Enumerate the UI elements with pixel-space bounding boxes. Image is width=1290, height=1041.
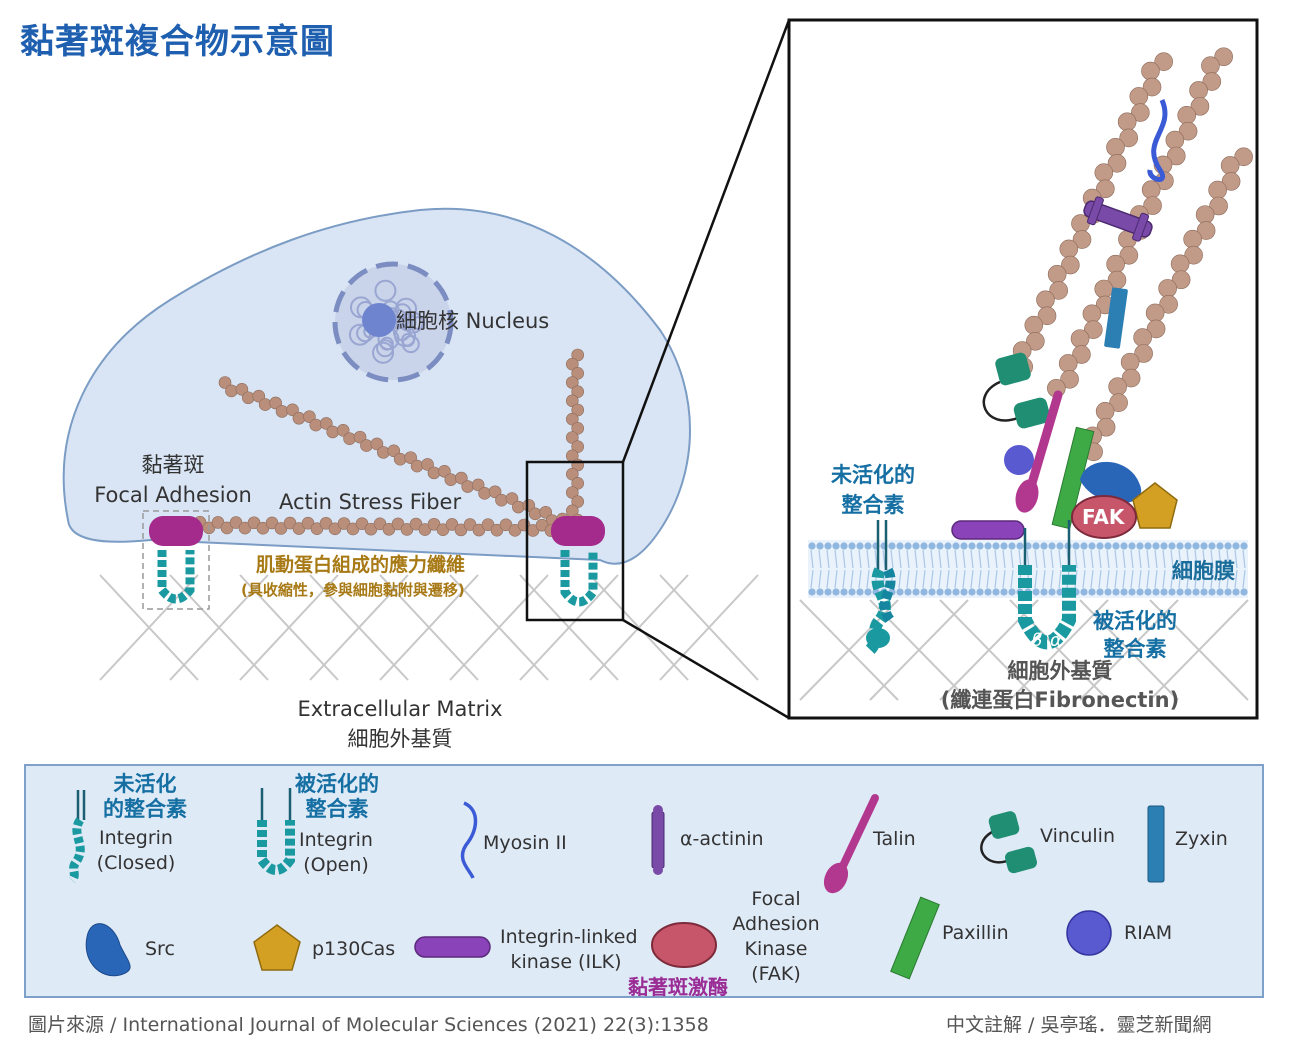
beta-subunit-label: β (1031, 630, 1043, 651)
actin-label-en: Actin Stress Fiber (279, 490, 462, 514)
focal-adhesion-zh: 黏著斑 (141, 453, 205, 477)
legend-ilk-label: Integrin-linked kinase (ILK) (500, 925, 638, 975)
legend-integrin-closed-icon (68, 790, 86, 884)
legend-integrin-open-icon (257, 788, 295, 875)
src-zoom (1080, 461, 1142, 504)
actin-stress-fibers (193, 348, 585, 537)
inactive-integrin-label: 未活化的 整合素 (818, 460, 928, 520)
legend-talin-label: Talin (873, 828, 916, 850)
legend-open-en-line2: (Open) (303, 854, 369, 876)
cell-body (62, 207, 691, 565)
legend-open-en-line1: Integrin (299, 829, 373, 851)
vinculin-zoom (982, 352, 1051, 429)
ecm-crosshatch-left (99, 574, 759, 681)
fak-zoom-label: FAK (1082, 505, 1125, 529)
active-integrin-line1: 被活化的 (1093, 609, 1177, 633)
legend-closed-en: Integrin (Closed) (96, 826, 176, 876)
legend-closed-zh-line2: 的整合素 (103, 797, 187, 821)
legend-fak-line3: Kinase (744, 938, 808, 960)
legend-p130cas-icon (253, 924, 301, 971)
legend-fak-line2: Adhesion (732, 913, 820, 935)
legend-open-en: Integrin (Open) (298, 828, 374, 878)
focal-adhesion-label: 黏著斑 Focal Adhesion (88, 450, 258, 510)
legend-zyxin-label: Zyxin (1175, 828, 1228, 850)
actin-note: (具收縮性，參與細胞黏附與遷移) (241, 581, 465, 599)
myosin-zoom (1147, 99, 1168, 182)
legend-fak-icon (651, 922, 717, 968)
membrane-label: 細胞膜 (1172, 559, 1235, 583)
legend-paxillin-label: Paxillin (942, 922, 1009, 944)
annotation-credit: 中文註解 / 吳亭瑤．靈芝新聞網 (946, 1014, 1212, 1036)
zoom-box-small (525, 460, 625, 622)
legend-fak-label: Focal Adhesion Kinase (FAK) (726, 887, 826, 987)
legend-ilk-icon (414, 936, 491, 958)
talin-zoom (1015, 390, 1063, 513)
legend-src-label: Src (145, 938, 175, 960)
legend-vinculin-label: Vinculin (1040, 825, 1115, 847)
legend-panel (24, 764, 1264, 998)
source-credit: 圖片來源 / International Journal of Molecula… (28, 1014, 709, 1036)
legend-talin-icon (823, 794, 879, 894)
nucleus-label: 細胞核 Nucleus (396, 309, 550, 333)
focal-adhesion-en: Focal Adhesion (94, 483, 252, 507)
ilk-zoom (951, 520, 1025, 540)
legend-closed-en-line2: (Closed) (96, 852, 176, 874)
zyxin-zoom (1104, 287, 1128, 349)
alpha-actinin-zoom (1083, 196, 1153, 242)
integrin-inactive-zoom (865, 520, 896, 655)
focal-adhesion-right (551, 516, 605, 607)
legend-src-icon (85, 923, 131, 977)
legend-p130cas-label: p130Cas (312, 938, 396, 960)
ecm-label-zh: 細胞外基質 (347, 727, 453, 751)
legend-actinin-label: α-actinin (680, 828, 764, 850)
legend-open-zh-line2: 整合素 (305, 797, 369, 821)
legend-closed-zh: 未活化 的整合素 (90, 772, 200, 822)
legend-fak-line1: Focal (751, 888, 801, 910)
legend-paxillin-icon (890, 896, 940, 980)
fibronectin-line2: (纖連蛋白Fibronectin) (940, 688, 1180, 712)
legend-riam-icon (1066, 910, 1112, 956)
legend-closed-en-line1: Integrin (99, 827, 173, 849)
legend-open-zh: 被活化的 整合素 (282, 772, 392, 822)
legend-ilk-line2: kinase (ILK) (510, 951, 622, 973)
ecm-label-en: Extracellular Matrix (297, 697, 503, 721)
active-integrin-label: 被活化的 整合素 (1080, 607, 1190, 663)
legend-myosin-icon (460, 801, 478, 879)
focal-adhesion-left (142, 510, 210, 610)
alpha-subunit-label: α (1050, 630, 1062, 651)
inactive-integrin-line1: 未活化的 (831, 463, 915, 487)
legend-fak-zh: 黏著斑激酶 (628, 975, 728, 999)
active-integrin-line2: 整合素 (1103, 637, 1167, 661)
inactive-integrin-line2: 整合素 (841, 493, 905, 517)
legend-myosin-label: Myosin II (483, 832, 567, 854)
riam-zoom (1004, 445, 1034, 475)
actin-label-zh: 肌動蛋白組成的應力纖維 (256, 554, 466, 576)
legend-ilk-line1: Integrin-linked (500, 926, 638, 948)
ecm-label: Extracellular Matrix 細胞外基質 (280, 694, 520, 754)
legend-open-zh-line1: 被活化的 (295, 772, 379, 796)
legend-fak-line4: (FAK) (751, 963, 801, 985)
fibronectin-line1: 細胞外基質 (1007, 659, 1113, 683)
integrin-active-zoom (1018, 520, 1076, 650)
legend-riam-label: RIAM (1124, 922, 1173, 944)
page-title: 黏著斑複合物示意圖 (20, 22, 335, 62)
fak-zoom (1071, 495, 1137, 539)
legend-actinin-icon (651, 805, 665, 875)
legend-vinculin-icon (980, 811, 1037, 874)
legend-zyxin-icon (1147, 805, 1165, 883)
actin-filaments-zoom (1012, 47, 1253, 462)
fibronectin-label: 細胞外基質 (纖連蛋白Fibronectin) (930, 657, 1190, 715)
p130cas-zoom (1132, 482, 1178, 529)
nucleus (332, 261, 454, 383)
legend-closed-zh-line1: 未活化 (113, 772, 177, 796)
